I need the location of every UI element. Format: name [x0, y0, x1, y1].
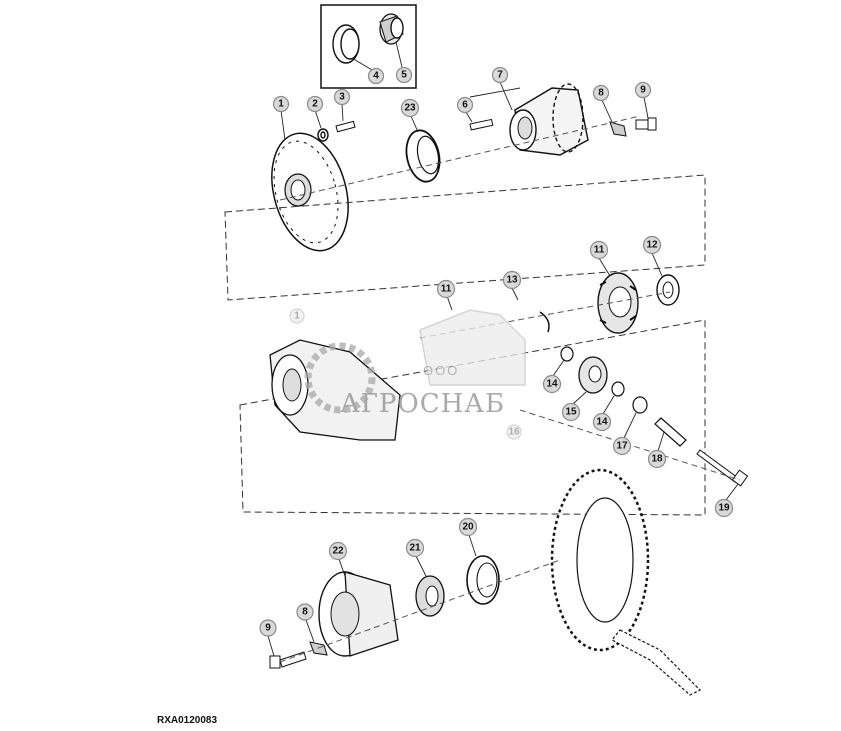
callout-21: 21 — [405, 538, 427, 577]
callout-3: 3 — [333, 88, 351, 122]
callout-label: 16 — [508, 427, 520, 438]
callout-label: 4 — [373, 71, 379, 82]
bevel-pinion-part-15 — [578, 356, 608, 394]
bolt-part-19 — [696, 449, 749, 487]
oil-seal-part-23 — [405, 129, 441, 183]
thrust-washer-part-12 — [656, 274, 680, 306]
snap-ring-part-13 — [539, 311, 550, 333]
callout-label: 5 — [401, 70, 407, 81]
callout-11-left: 11 — [436, 279, 456, 311]
spacer-part-17 — [632, 396, 648, 414]
callout-label: 14 — [596, 417, 608, 428]
bearing-cup-part-20 — [466, 555, 500, 605]
callout-label: 20 — [462, 522, 474, 533]
callout-label: 8 — [598, 88, 604, 99]
carrier-housing-part-7 — [509, 83, 589, 156]
washer-part-2 — [317, 128, 329, 142]
callout-label: 9 — [265, 623, 271, 634]
side-gear-part-11 — [597, 272, 639, 334]
bearing-cone-part-21 — [415, 575, 445, 617]
callout-label: 11 — [594, 245, 605, 256]
ring-gear — [550, 468, 702, 696]
callout-16-faint: 16 — [506, 424, 522, 440]
callout-22: 22 — [328, 541, 348, 577]
callout-label: 9 — [640, 85, 646, 96]
callout-8-lower: 8 — [296, 603, 315, 643]
callout-9-lower: 9 — [259, 619, 277, 657]
callout-label: 1 — [278, 99, 284, 110]
watermark-company-name: АГРОСНАБ — [340, 389, 505, 419]
callout-label: 18 — [651, 454, 663, 465]
washer-part-14-left — [560, 346, 574, 362]
reference-code: RXA0120083 — [157, 715, 217, 726]
callout-11-right: 11 — [589, 240, 611, 277]
callout-1: 1 — [272, 95, 290, 141]
callout-19: 19 — [714, 483, 739, 518]
watermark-gear-icon — [304, 342, 376, 414]
callout-8-upper: 8 — [592, 84, 613, 123]
callout-17: 17 — [612, 412, 637, 456]
callout-label: 3 — [339, 92, 345, 103]
callout-label: 8 — [302, 607, 308, 618]
callout-label: 23 — [404, 103, 416, 114]
bearing-cup-part-4 — [332, 24, 360, 64]
pin-part-6 — [469, 118, 494, 131]
callout-label: 14 — [546, 379, 558, 390]
callout-label: 22 — [332, 546, 344, 557]
pinion-shaft-part-18 — [654, 417, 687, 447]
watermark-combine-icon — [419, 309, 526, 386]
callout-2: 2 — [306, 95, 324, 129]
callout-20: 20 — [458, 517, 478, 557]
watermark: ООО АГРОСНАБ — [304, 309, 526, 419]
watermark-company-prefix: ООО — [423, 363, 459, 378]
bearing-cone-part-5 — [379, 13, 404, 45]
callout-label: 7 — [497, 70, 503, 81]
flange-plate-part-1 — [271, 132, 349, 252]
callout-4: 4 — [367, 67, 385, 85]
callout-23: 23 — [400, 98, 420, 133]
callout-13: 13 — [502, 270, 522, 301]
callout-label: 11 — [441, 284, 452, 295]
callout-6: 6 — [456, 96, 474, 123]
callout-label: 15 — [565, 407, 577, 418]
washer-part-14-right — [611, 381, 625, 397]
bolt-part-9-upper — [635, 117, 657, 131]
callout-label: 6 — [462, 100, 468, 111]
callout-7: 7 — [469, 66, 521, 111]
differential-case-part-1 — [269, 339, 401, 441]
callout-5: 5 — [395, 66, 413, 84]
screw-part-3 — [335, 120, 356, 133]
case-half-part-22 — [318, 571, 399, 657]
callout-14-right: 14 — [592, 395, 615, 432]
callout-14-left: 14 — [542, 359, 565, 394]
lock-plate-part-8-upper — [609, 121, 627, 137]
callout-label: 2 — [312, 99, 318, 110]
callout-label: 21 — [409, 543, 421, 554]
callout-18: 18 — [647, 431, 667, 469]
callout-label: 1 — [294, 311, 300, 322]
callout-label: 13 — [506, 275, 518, 286]
callout-12: 12 — [642, 235, 663, 277]
callout-label: 17 — [616, 441, 628, 452]
callout-label: 19 — [718, 503, 730, 514]
callout-9-upper: 9 — [634, 81, 652, 119]
callout-label: 12 — [646, 240, 658, 251]
callout-15: 15 — [561, 391, 587, 422]
callout-1-faint: 1 — [289, 308, 305, 324]
bolt-part-9-lower — [269, 651, 307, 669]
